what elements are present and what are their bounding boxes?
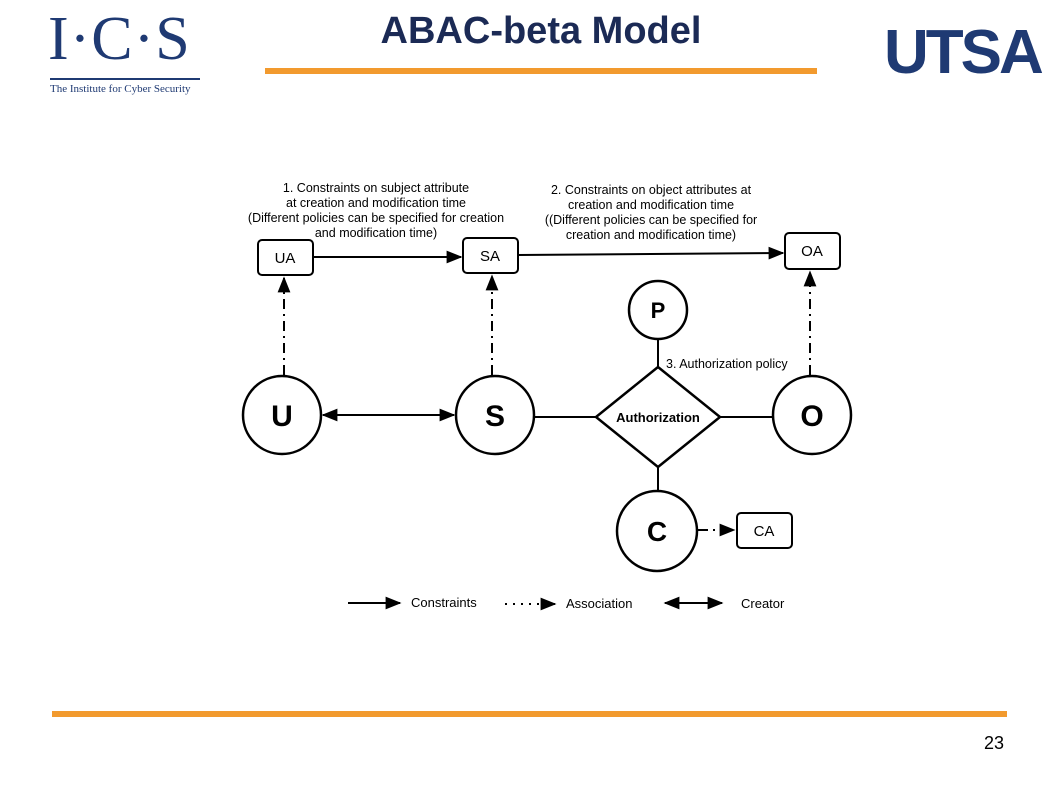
annotation-3: 3. Authorization policy: [666, 357, 788, 371]
ics-logo-text: I·C·S: [48, 5, 191, 73]
u-label: U: [271, 400, 293, 433]
annotation-2-line-2: creation and modification time: [568, 198, 734, 212]
ics-logo: I·C·S The Institute for Cyber Security: [48, 8, 208, 98]
sa-to-oa-constraint-arrow: [517, 246, 785, 260]
ca-box: [736, 512, 793, 549]
page-number: 23: [983, 733, 1004, 753]
annotation-1-line-2: at creation and modification time: [286, 196, 466, 210]
s-node: [454, 374, 536, 456]
ics-logo-subtitle: The Institute for Cyber Security: [50, 83, 191, 95]
s-label: S: [485, 400, 505, 433]
o-node: [771, 374, 853, 456]
slide-title: ABAC-beta Model: [380, 10, 702, 52]
authorization-label: Authorization: [616, 410, 700, 425]
oa-label: OA: [801, 243, 823, 260]
legend-constraints-label: Constraints: [411, 595, 477, 610]
u-node: [241, 374, 323, 456]
oa-box: [784, 232, 841, 270]
ua-label: UA: [275, 250, 296, 267]
sa-label: SA: [480, 248, 500, 265]
c-label: C: [647, 516, 667, 547]
utsa-logo: UTSA: [884, 18, 1044, 87]
annotation-2-line-3: ((Different policies can be specified fo…: [545, 213, 757, 227]
ics-logo-rule: [50, 78, 200, 80]
sa-box: [462, 237, 519, 274]
annotation-2-line-4: creation and modification time): [566, 228, 736, 242]
annotation-1-line-4: and modification time): [315, 226, 437, 240]
p-label: P: [651, 298, 666, 323]
legend-association-label: Association: [566, 596, 632, 611]
annotation-1-line-1: 1. Constraints on subject attribute: [283, 181, 469, 195]
ca-label: CA: [754, 523, 775, 540]
annotation-2-line-1: 2. Constraints on object attributes at: [551, 183, 752, 197]
legend-creator-label: Creator: [741, 596, 785, 611]
o-label: O: [800, 400, 823, 433]
annotation-1-line-3: (Different policies can be specified for…: [248, 211, 504, 225]
footer-rule: [52, 711, 1007, 717]
title-underline: [265, 68, 817, 74]
